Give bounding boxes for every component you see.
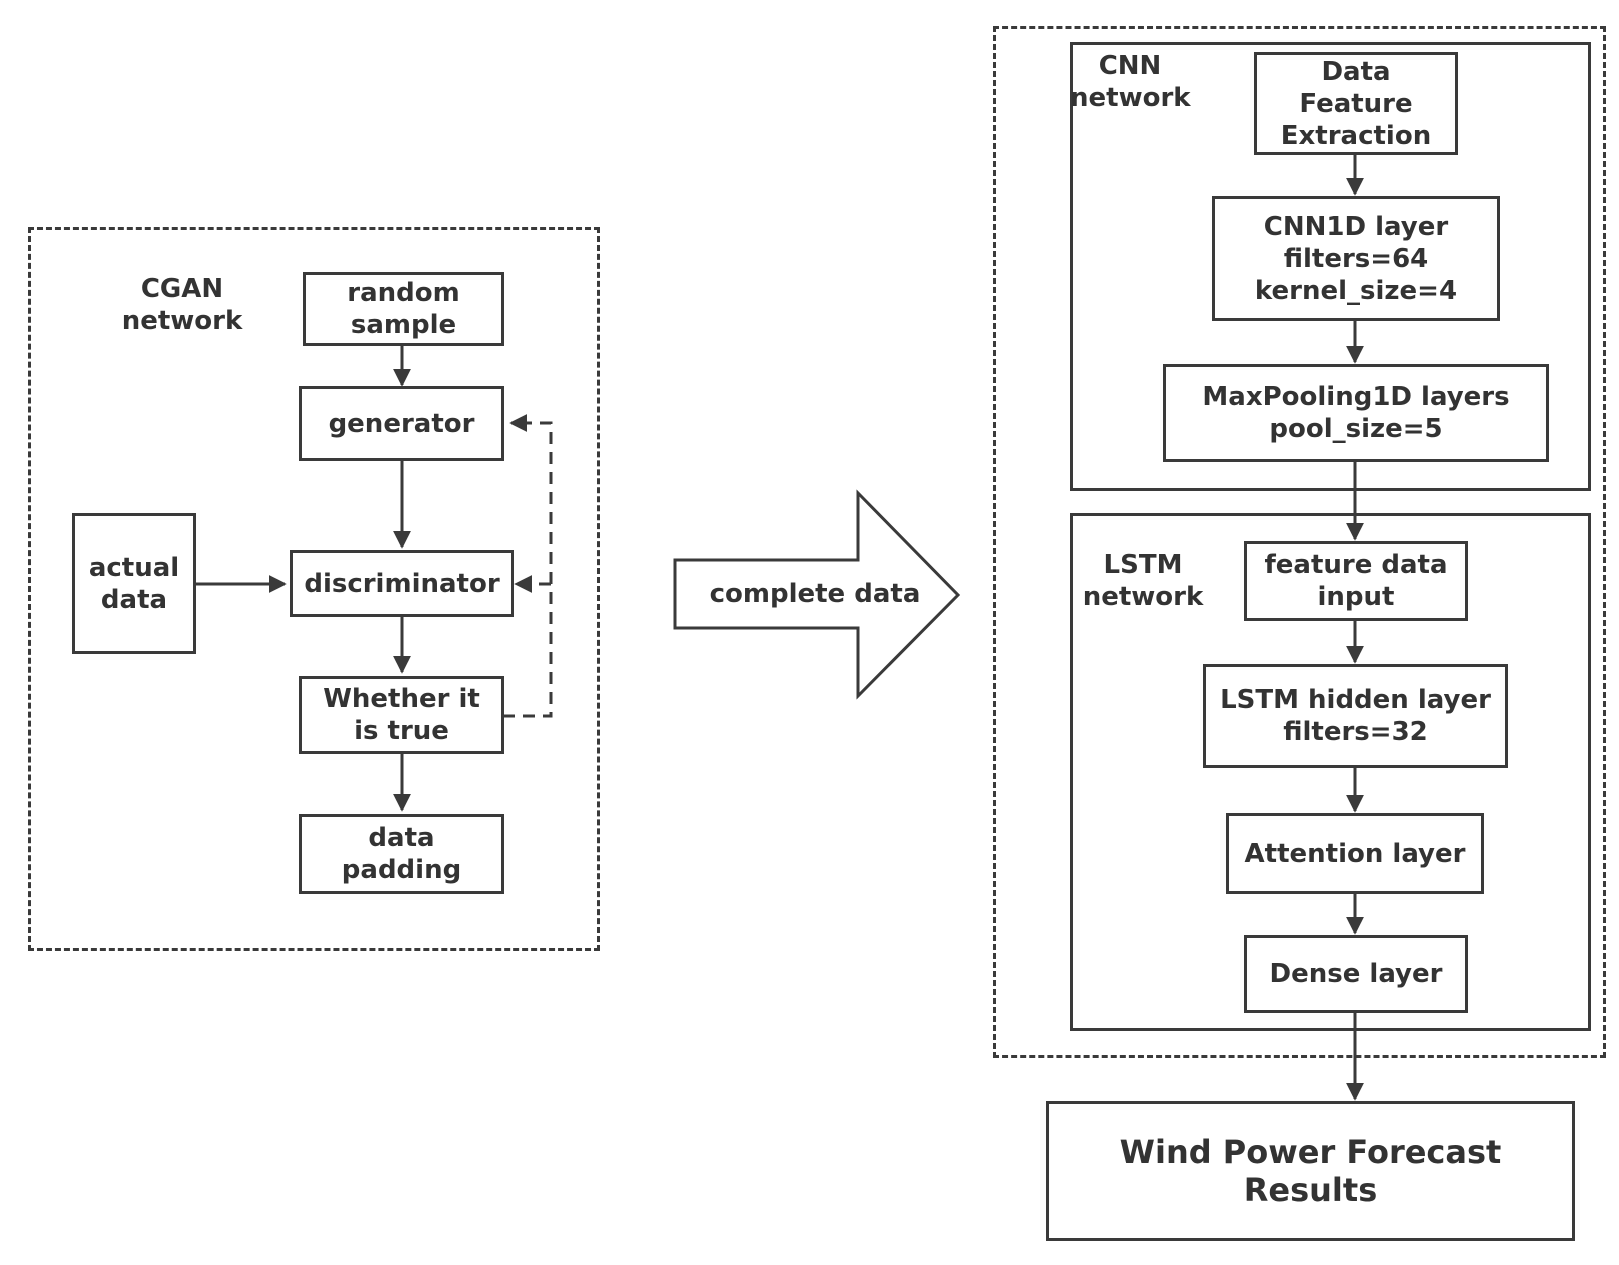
random-sample-line2: sample [350,310,457,340]
maxpooling-layer-box: MaxPooling1D layers pool_size=5 [1163,364,1549,462]
feature-input-line2: input [1317,582,1395,612]
complete-data-label: complete data [709,579,921,609]
actual-data-line2: data [100,584,168,615]
wind-power-forecast-results-box: Wind Power Forecast Results [1046,1101,1575,1241]
cnn1d-line1: CNN1D layer [1263,211,1449,242]
cnn1d-layer-box: CNN1D layer filters=64 kernel_size=4 [1212,196,1500,321]
lstm-hidden-line1: LSTM hidden layer [1220,685,1491,715]
attention-label: Attention layer [1244,838,1466,869]
cnn-title-line1: CNN [1098,51,1162,81]
cgan-title-line1: CGAN [140,274,224,304]
maxpool-line1: MaxPooling1D layers [1202,382,1510,412]
cnn-title-line2: network [1070,83,1191,113]
lstm-network-frame [1070,513,1591,1031]
actual-data-line1: actual [88,552,180,583]
cnn1d-line2: filters=64 [1283,243,1429,274]
maxpool-line2: pool_size=5 [1269,414,1443,444]
discriminator-box: discriminator [290,550,514,617]
dense-layer-box: Dense layer [1244,935,1468,1013]
lstm-title-line1: LSTM [1103,550,1183,580]
lstm-title-line2: network [1082,582,1204,612]
lstm-network-title: LSTM network [1078,549,1208,613]
feature-extraction-box: Data Feature Extraction [1254,52,1458,155]
random-sample-box: random sample [303,272,504,346]
lstm-hidden-line2: filters=32 [1283,717,1428,747]
feature-extraction-line2: Feature [1299,88,1413,119]
data-padding-line2: padding [341,855,462,885]
generator-label: generator [328,408,475,439]
dense-label: Dense layer [1269,959,1443,989]
lstm-hidden-layer-box: LSTM hidden layer filters=32 [1203,664,1508,768]
cgan-dashed-frame [28,227,600,951]
actual-data-box: actual data [72,513,196,654]
model-dashed-frame [993,26,1606,1058]
cgan-title-line2: network [121,306,243,336]
attention-layer-box: Attention layer [1226,813,1484,894]
cnn-network-frame [1070,42,1591,491]
feature-data-input-box: feature data input [1244,541,1468,621]
whether-true-line1: Whether it [323,684,480,714]
data-padding-box: data padding [299,814,504,894]
generator-box: generator [299,386,504,461]
cnn-network-title: CNN network [1070,50,1191,114]
feature-extraction-line3: Extraction [1280,120,1432,151]
result-label: Wind Power Forecast Results [1119,1133,1502,1209]
feature-input-line1: feature data [1264,550,1448,580]
whether-true-box: Whether it is true [299,676,504,754]
random-sample-line1: random [347,278,460,308]
cnn1d-line3: kernel_size=4 [1254,275,1458,306]
cgan-network-title: CGAN network [112,273,252,337]
discriminator-label: discriminator [304,568,500,599]
complete-data-arrow-shape [673,489,961,700]
feature-extraction-line1: Data [1321,56,1391,87]
feedback-loop-line [503,414,553,718]
whether-true-line2: is true [354,716,449,746]
data-padding-line1: data [368,823,435,853]
